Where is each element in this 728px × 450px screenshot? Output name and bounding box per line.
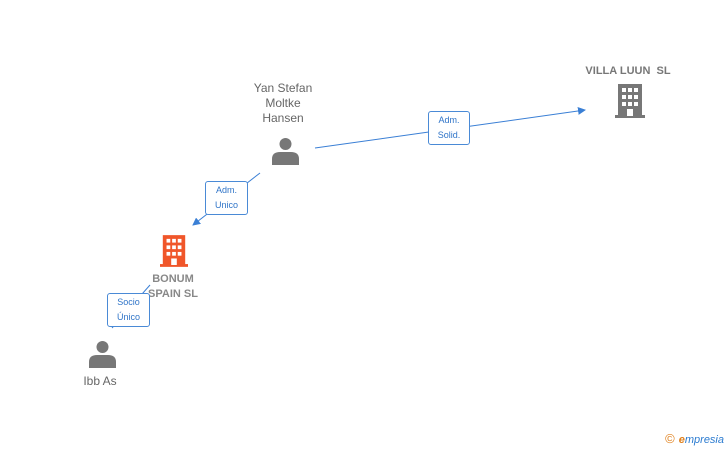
person-icon[interactable]	[88, 340, 117, 368]
logo-letter: e	[678, 434, 685, 446]
person-icon[interactable]	[271, 137, 300, 165]
edge-label-ibb-bonum[interactable]: Socio Único	[107, 293, 150, 327]
node-label-villa[interactable]: VILLA LUUN SL	[585, 65, 671, 77]
edge-label-yan-bonum[interactable]: Adm. Unico	[205, 181, 248, 215]
node-label-yan[interactable]: Yan Stefan Moltke Hansen	[253, 81, 313, 125]
copyright-symbol: ©	[665, 431, 675, 446]
empresia-logo: ©empresia	[665, 431, 724, 446]
node-label-bonum[interactable]: BONUM SPAIN SL	[148, 273, 198, 300]
logo-text: mpresia	[684, 434, 724, 446]
node-label-ibb[interactable]: Ibb As	[83, 374, 117, 388]
building-icon[interactable]	[160, 234, 188, 268]
edge-label-yan-villa[interactable]: Adm. Solid.	[428, 111, 470, 145]
building-icon[interactable]	[615, 84, 645, 118]
